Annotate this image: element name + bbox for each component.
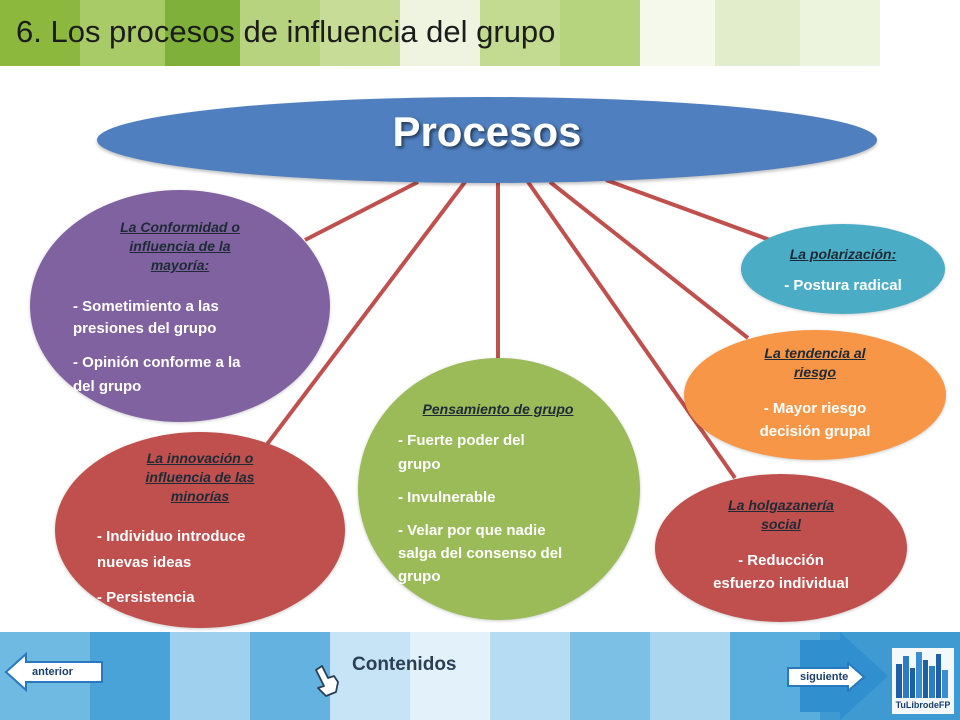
innovacion-title: La innovación o influencia de las minorí… [145, 450, 255, 504]
innovacion-item: nuevas ideas [97, 554, 192, 571]
pensamiento-item: grupo [398, 456, 441, 473]
tendencia-title: La tendencia al riesgo [764, 345, 866, 380]
hand-pointer-icon[interactable] [312, 662, 344, 700]
pensamiento-bubble: Pensamiento de grupo - Fuerte poder del … [358, 358, 640, 620]
conformidad-item: - Sometimiento a las [73, 298, 219, 315]
tendencia-item: - Mayor riesgo [763, 400, 867, 417]
holgazaneria-title: La holgazanería social [728, 497, 834, 532]
logo-text: TuLibrodeFP [895, 700, 951, 710]
polarizacion-item: - Postura radical [784, 277, 902, 294]
holgazaneria-bubble: La holgazanería social - Reducción esfue… [655, 474, 907, 622]
conformidad-item: presiones del grupo [73, 320, 217, 337]
pensamiento-item: grupo [398, 568, 441, 585]
pensamiento-title: Pensamiento de grupo [422, 401, 574, 417]
holgazaneria-item: - Reducción [738, 552, 824, 569]
header-band [0, 0, 960, 66]
innovacion-item: - Individuo introduce [97, 528, 246, 545]
siguiente-button[interactable] [786, 662, 866, 692]
procesos-title: Procesos [392, 108, 582, 155]
conformidad-item: - Opinión conforme a la [73, 354, 241, 371]
right-arrow-icon [787, 662, 866, 692]
contenidos-link[interactable]: Contenidos [352, 654, 457, 675]
procesos-ellipse [97, 97, 877, 183]
holgazaneria-item: esfuerzo individual [713, 575, 849, 592]
pensamiento-item: - Velar por que nadie [398, 522, 546, 539]
pensamiento-item: salga del consenso del [398, 545, 563, 562]
polarizacion-bubble: La polarización: - Postura radical [741, 224, 945, 314]
conformidad-title: La Conformidad o influencia de la mayorí… [120, 219, 240, 273]
left-arrow-icon [4, 652, 103, 692]
anterior-button[interactable] [4, 652, 104, 692]
tendencia-item: decisión grupal [759, 423, 871, 440]
conformidad-item: del grupo [73, 378, 142, 395]
tendencia-bubble: La tendencia al riesgo - Mayor riesgo de… [684, 330, 946, 460]
pensamiento-item: - Invulnerable [398, 489, 496, 506]
siguiente-label[interactable]: siguiente [800, 671, 849, 683]
anterior-label[interactable]: anterior [32, 666, 73, 678]
pensamiento-item: - Fuerte poder del [398, 432, 525, 449]
conformidad-bubble: La Conformidad o influencia de la mayorí… [30, 190, 330, 422]
innovacion-bubble: La innovación o influencia de las minorí… [55, 432, 345, 628]
polarizacion-title: La polarización: [789, 246, 897, 262]
books-logo-icon [892, 648, 954, 714]
page-title: 6. Los procesos de influencia del grupo [16, 14, 556, 49]
innovacion-item: - Persistencia [97, 589, 195, 606]
